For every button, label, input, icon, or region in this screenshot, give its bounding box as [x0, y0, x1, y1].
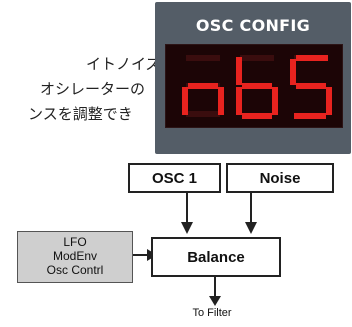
arrow-down-icon: [245, 222, 257, 234]
arrow-down-icon: [181, 222, 193, 234]
mod-source-osc-contrl: Osc Contrl: [46, 263, 104, 277]
text-line: ンスを調整でき: [28, 105, 133, 123]
led-digits: [182, 55, 332, 119]
osc1-block: OSC 1: [128, 163, 221, 193]
mod-sources-block: LFO ModEnv Osc Contrl: [17, 231, 133, 283]
balance-block: Balance: [151, 237, 281, 277]
osc-config-panel: OSC CONFIG: [155, 2, 351, 154]
text-line: オシレーターの: [40, 80, 146, 98]
mod-source-lfo: LFO: [63, 235, 87, 249]
balance-label: Balance: [187, 248, 245, 266]
osc1-label: OSC 1: [151, 169, 197, 187]
arrow-down-icon: [209, 296, 221, 306]
mod-source-modenv: ModEnv: [52, 249, 98, 263]
led-display: nb5: [165, 44, 343, 128]
noise-label: Noise: [259, 169, 301, 187]
noise-block: Noise: [226, 163, 334, 193]
led-segments: [182, 55, 332, 119]
output-caption: To Filter: [192, 307, 232, 319]
panel-title: OSC CONFIG: [195, 16, 311, 35]
